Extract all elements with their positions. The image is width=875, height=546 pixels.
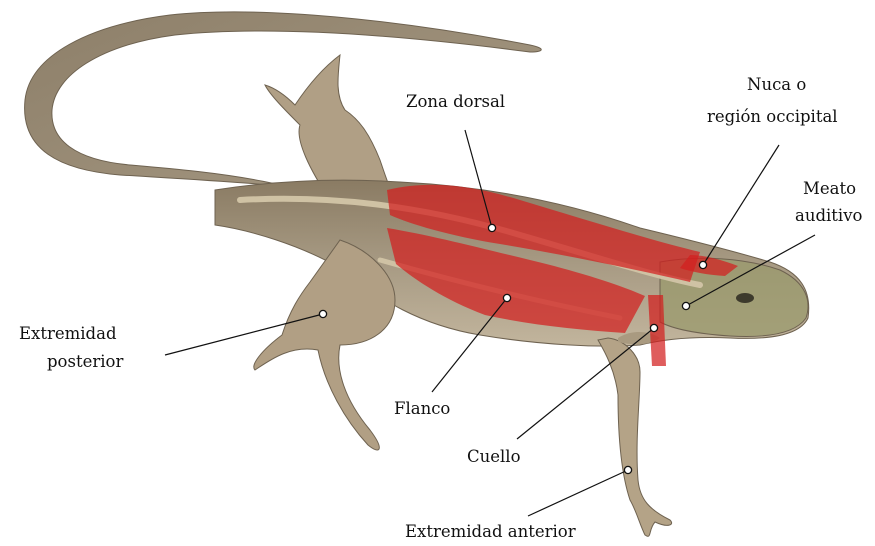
dot-flanco bbox=[503, 294, 510, 301]
upper-hind-leg bbox=[265, 55, 395, 200]
label-ext-anterior: Extremidad anterior bbox=[405, 522, 576, 541]
dot-ext-anterior bbox=[624, 466, 631, 473]
fore-leg bbox=[598, 338, 672, 536]
leader-nuca bbox=[703, 145, 779, 265]
label-ext-posterior-line2: posterior bbox=[47, 352, 123, 371]
lizard-eye bbox=[736, 293, 754, 303]
label-meato-line2: auditivo bbox=[795, 206, 863, 225]
dot-nuca bbox=[699, 261, 706, 268]
dot-meato bbox=[682, 302, 689, 309]
dot-ext-posterior bbox=[319, 310, 326, 317]
leader-ext-anterior bbox=[528, 470, 628, 516]
lower-hind-leg bbox=[254, 240, 395, 450]
label-nuca-line2: región occipital bbox=[707, 107, 838, 126]
label-ext-posterior-line1: Extremidad bbox=[19, 324, 117, 343]
label-zona-dorsal: Zona dorsal bbox=[406, 92, 505, 111]
label-meato-line1: Meato bbox=[803, 179, 856, 198]
label-cuello: Cuello bbox=[467, 447, 521, 466]
dot-cuello bbox=[650, 324, 657, 331]
label-nuca-line1: Nuca o bbox=[747, 75, 806, 94]
dot-zona-dorsal bbox=[488, 224, 495, 231]
label-flanco: Flanco bbox=[394, 399, 450, 418]
